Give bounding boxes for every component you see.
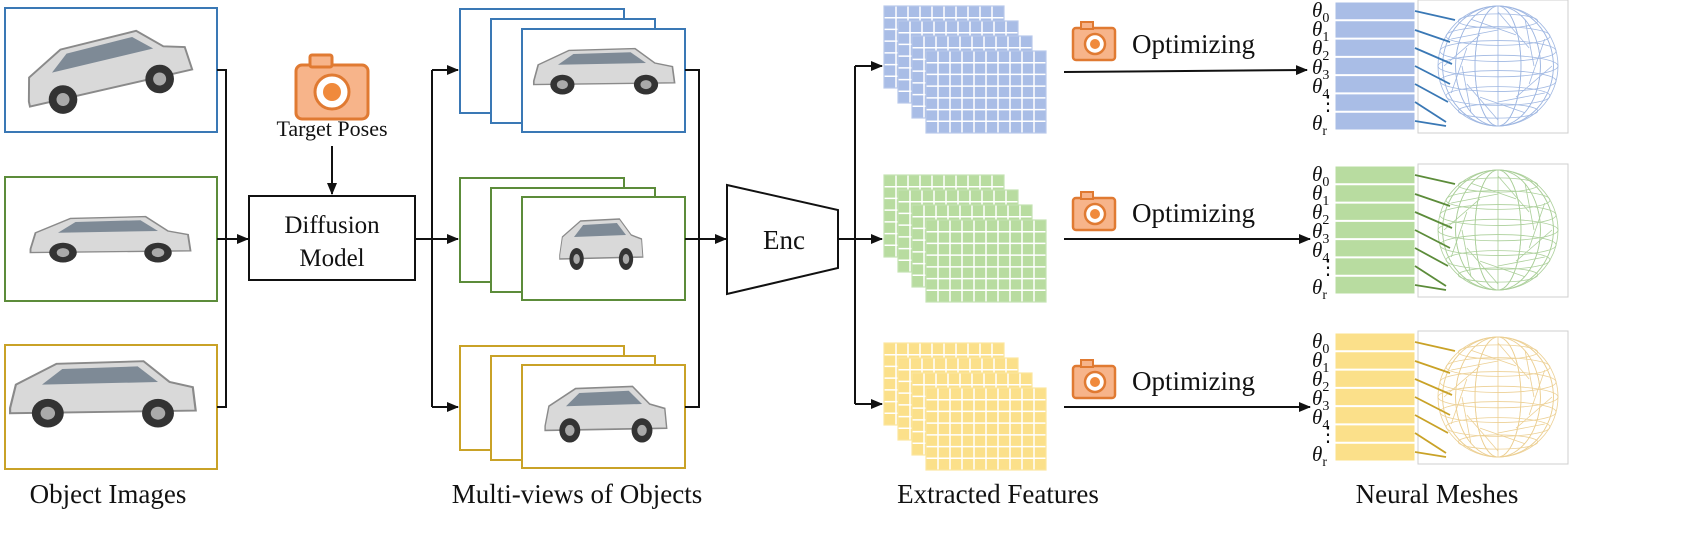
extracted-features-column (883, 5, 1047, 471)
camera-icon (1071, 359, 1117, 400)
camera-icon (1071, 191, 1117, 232)
optimizing-row-1: Optimizing (1063, 21, 1308, 76)
theta-3-label: θ3 (1312, 386, 1329, 414)
multiviews-label: Multi-views of Objects (452, 479, 702, 509)
mesh-sphere (1437, 169, 1559, 291)
theta-1-label: θ1 (1312, 181, 1329, 209)
theta-r-label: θr (1312, 111, 1327, 139)
diffusion-output-connectors (415, 65, 459, 412)
camera-icon (1071, 21, 1117, 62)
optimizing-label: Optimizing (1132, 198, 1255, 228)
extracted-features-label: Extracted Features (897, 479, 1099, 509)
theta-4-label: θ4 (1312, 74, 1329, 102)
input-connectors (217, 69, 249, 408)
encoder-trapezoid (726, 183, 839, 296)
theta-0-label: θ0 (1312, 0, 1329, 26)
optimizing-label: Optimizing (1132, 366, 1255, 396)
encoder-label: Enc (763, 225, 805, 255)
object-images-column: Object Images (4, 7, 218, 509)
theta-dots: ⋮ (1318, 257, 1338, 279)
diffusion-model-label-2: Model (299, 245, 364, 272)
mesh-sphere (1437, 336, 1559, 458)
optimizing-row-3: Optimizing (1064, 359, 1311, 412)
theta-1-label: θ1 (1312, 17, 1329, 45)
diffusion-model-box (248, 195, 416, 281)
theta-2-label: θ2 (1312, 200, 1329, 228)
diffusion-model-label-1: Diffusion (284, 212, 380, 239)
theta-2-label: θ2 (1312, 367, 1329, 395)
camera-icon (294, 53, 370, 121)
multiview-connectors (685, 69, 727, 408)
feature-stack-blue (883, 5, 1047, 134)
theta-4-label: θ4 (1312, 405, 1329, 433)
target-poses-label: Target Poses (276, 116, 387, 141)
object-images-label: Object Images (30, 479, 187, 509)
multiview-stack-green (459, 177, 686, 301)
theta-3-label: θ3 (1312, 219, 1329, 247)
theta-0-label: θ0 (1312, 329, 1329, 357)
mesh-sphere (1437, 5, 1559, 127)
multiview-stack-yellow (459, 345, 686, 469)
theta-1-label: θ1 (1312, 348, 1329, 376)
theta-2-label: θ2 (1312, 36, 1329, 64)
multiviews-column: Multi-views of Objects (452, 8, 702, 509)
theta-r-label: θr (1312, 275, 1327, 303)
multiview-stack-blue (459, 8, 686, 133)
theta-3-label: θ3 (1312, 55, 1329, 83)
feature-stack-green (883, 174, 1047, 303)
theta-dots: ⋮ (1318, 424, 1338, 446)
theta-r-label: θr (1312, 442, 1327, 470)
theta-0-label: θ0 (1312, 162, 1329, 190)
optimizing-row-2: Optimizing (1064, 191, 1311, 244)
neural-meshes-label: Neural Meshes (1356, 479, 1519, 509)
feature-stack-yellow (883, 342, 1047, 471)
optimizing-label: Optimizing (1132, 29, 1255, 59)
theta-4-label: θ4 (1312, 238, 1329, 266)
encoder-output-connectors (838, 61, 883, 409)
theta-dots: ⋮ (1318, 93, 1338, 115)
